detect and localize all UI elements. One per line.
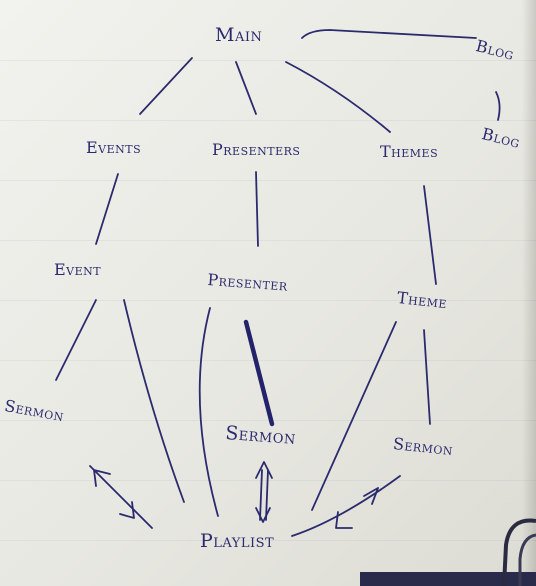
node-main: Main (215, 24, 263, 46)
edge-event-sermon (55, 299, 97, 381)
edge-blog-blog (495, 91, 501, 121)
edge-sermon-theme-playlist (291, 475, 401, 537)
arrowhead-playlist-from-event (119, 501, 135, 519)
node-playlist: Playlist (200, 530, 275, 552)
edge-main-events (139, 57, 193, 115)
edge-event-playlist (123, 299, 185, 503)
arrowhead-sermon-presenter-up (255, 461, 273, 479)
paper-rule (0, 180, 536, 181)
node-sermon-presenter: Sermon (224, 422, 297, 449)
edge-presenter-playlist (198, 307, 219, 517)
edge-theme-playlist (311, 321, 397, 511)
node-event: Event (54, 260, 102, 279)
edge-presenter-sermon (243, 319, 275, 427)
paper-rule (0, 360, 536, 361)
edge-sermon-presenter-playlist (259, 469, 269, 521)
edge-sermon-event-playlist (89, 465, 153, 529)
paper-rule (0, 540, 536, 541)
paper-rule (0, 240, 536, 241)
arrowhead-sermon-presenter-down (255, 507, 271, 523)
node-presenters: Presenters (212, 140, 301, 159)
node-events: Events (86, 138, 142, 157)
edge-main-blog (301, 29, 477, 39)
paper-edge-shadow (522, 0, 536, 586)
paper-rule (0, 60, 536, 61)
edge-main-presenters (235, 61, 257, 115)
edge-presenters-presenter (255, 171, 259, 247)
edge-theme-sermon (423, 329, 431, 425)
edge-main-themes (285, 61, 391, 133)
paper-rule (0, 120, 536, 121)
node-themes: Themes (380, 142, 439, 161)
arrowhead-playlist-from-theme (335, 511, 353, 529)
desk-object (360, 572, 536, 586)
arrowhead-sermon-event (93, 469, 111, 487)
edge-events-event (95, 173, 119, 245)
arrowhead-sermon-theme (363, 487, 379, 505)
paper-rule (0, 420, 536, 421)
paper-rule (0, 300, 536, 301)
edge-themes-theme (423, 185, 437, 285)
cable-shape (502, 518, 536, 586)
